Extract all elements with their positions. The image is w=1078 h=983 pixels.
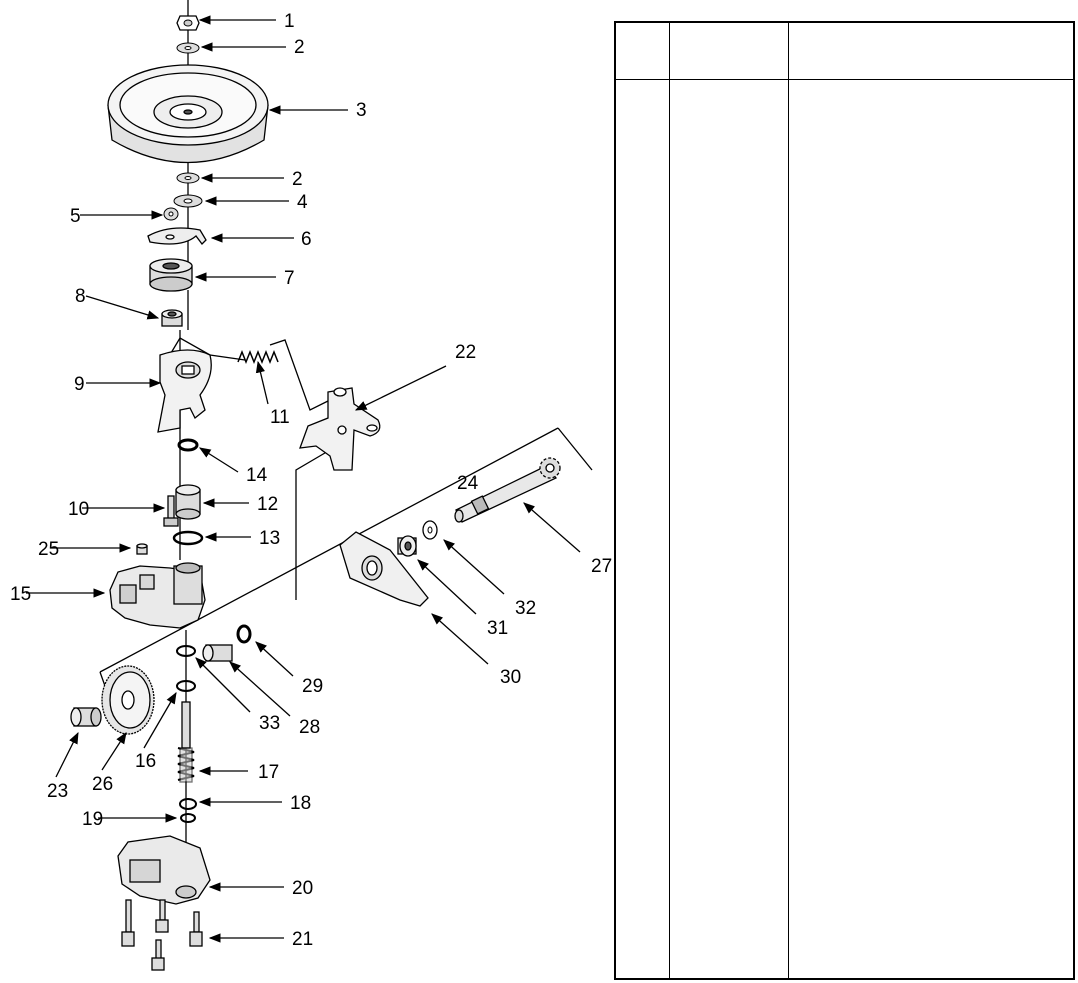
callout-number: 21 bbox=[292, 929, 313, 950]
gear-housing-lower-part bbox=[117, 835, 211, 905]
callout-number: 32 bbox=[515, 598, 536, 619]
callout-number: 9 bbox=[74, 374, 85, 395]
retaining-ring-part bbox=[236, 624, 252, 644]
callout-leader-30 bbox=[431, 613, 489, 665]
callout-leader-8 bbox=[85, 295, 160, 320]
worm-gear-part bbox=[101, 665, 155, 735]
table-header-ref bbox=[616, 23, 669, 79]
sleeve-part bbox=[175, 484, 201, 520]
support-plate-part bbox=[339, 531, 429, 607]
callout-number: 22 bbox=[455, 342, 476, 363]
callout-number: 20 bbox=[292, 878, 313, 899]
callout-leader-16 bbox=[143, 691, 177, 749]
washer-part bbox=[176, 172, 200, 184]
callout-number: 18 bbox=[290, 793, 311, 814]
callout-leader-26 bbox=[101, 732, 127, 771]
callout-number: 26 bbox=[92, 774, 113, 795]
mounting-bracket-part bbox=[299, 387, 381, 471]
spring-part bbox=[237, 349, 279, 365]
gear-housing-upper-part bbox=[109, 562, 206, 629]
table-header-description bbox=[788, 23, 1073, 79]
nut-part bbox=[176, 15, 200, 31]
callout-number: 6 bbox=[301, 229, 312, 250]
callout-number: 19 bbox=[82, 809, 103, 830]
callout-leader-23 bbox=[55, 731, 79, 778]
callout-leader-22 bbox=[354, 365, 447, 411]
table-header-divider bbox=[616, 79, 1073, 80]
callout-number: 14 bbox=[246, 465, 268, 486]
callout-leader-14 bbox=[199, 447, 239, 473]
bearing-part bbox=[149, 258, 193, 292]
bushing-part bbox=[70, 707, 102, 727]
callout-number: 25 bbox=[38, 539, 59, 560]
callout-number: 2 bbox=[292, 169, 303, 190]
callout-number: 12 bbox=[257, 494, 278, 515]
callout-number: 30 bbox=[500, 667, 521, 688]
washer-part bbox=[179, 798, 197, 810]
callout-number: 27 bbox=[591, 556, 612, 577]
bolt-part bbox=[163, 495, 179, 527]
callout-number: 16 bbox=[135, 751, 156, 772]
washer-part bbox=[173, 194, 203, 208]
callout-number: 28 bbox=[299, 717, 320, 738]
callout-number: 29 bbox=[302, 676, 323, 697]
exploded-parts-diagram: 1232456789101112131415161718192021222324… bbox=[10, 0, 612, 971]
bushing-part bbox=[161, 309, 183, 327]
callout-leader-29 bbox=[255, 641, 294, 677]
pulley-part bbox=[107, 64, 269, 164]
callout-number: 10 bbox=[68, 499, 89, 520]
washer-part bbox=[176, 42, 200, 54]
callout-leader-32 bbox=[443, 539, 505, 595]
vent-plug-part bbox=[136, 543, 148, 555]
callout-number: 11 bbox=[270, 407, 290, 428]
callout-number: 5 bbox=[70, 206, 81, 227]
lock-nut-part bbox=[163, 207, 179, 221]
callout-number: 15 bbox=[10, 584, 31, 605]
worm-shaft-part bbox=[177, 701, 195, 783]
callout-number: 1 bbox=[284, 11, 295, 32]
callout-leader-33 bbox=[195, 657, 251, 713]
callout-number: 8 bbox=[75, 286, 86, 307]
washer-part bbox=[172, 530, 204, 546]
bolt-part bbox=[121, 899, 203, 971]
callout-number: 23 bbox=[47, 781, 68, 802]
callout-labels: 1232456789101112131415161718192021222324… bbox=[10, 11, 612, 950]
table-column-divider bbox=[669, 23, 670, 978]
parts-list-table bbox=[614, 21, 1075, 980]
idler-plate-part bbox=[147, 227, 207, 245]
leader-lines bbox=[26, 15, 581, 943]
callout-leader-27 bbox=[523, 502, 581, 553]
axle-shaft-part bbox=[454, 457, 561, 523]
table-header-part-no bbox=[669, 23, 788, 79]
callout-leader-28 bbox=[229, 661, 291, 717]
idler-arm-part bbox=[157, 349, 212, 433]
callout-number: 7 bbox=[284, 268, 295, 289]
washer-part bbox=[422, 520, 438, 540]
callout-number: 3 bbox=[356, 100, 367, 121]
washer-part bbox=[176, 645, 196, 657]
callout-number: 13 bbox=[259, 528, 280, 549]
bushing-part bbox=[202, 644, 233, 662]
callout-leader-31 bbox=[417, 559, 477, 615]
callout-number: 2 bbox=[294, 37, 305, 58]
table-column-divider bbox=[788, 23, 789, 978]
flange-bushing-part bbox=[397, 535, 417, 557]
callout-number: 24 bbox=[457, 473, 479, 494]
callout-number: 33 bbox=[259, 713, 280, 734]
washer-part bbox=[180, 813, 196, 823]
callout-leader-11 bbox=[255, 360, 269, 405]
callout-number: 31 bbox=[487, 618, 508, 639]
retaining-ring-part bbox=[177, 438, 199, 452]
callout-number: 17 bbox=[258, 762, 279, 783]
callout-number: 4 bbox=[297, 192, 308, 213]
washer-part bbox=[176, 680, 196, 692]
